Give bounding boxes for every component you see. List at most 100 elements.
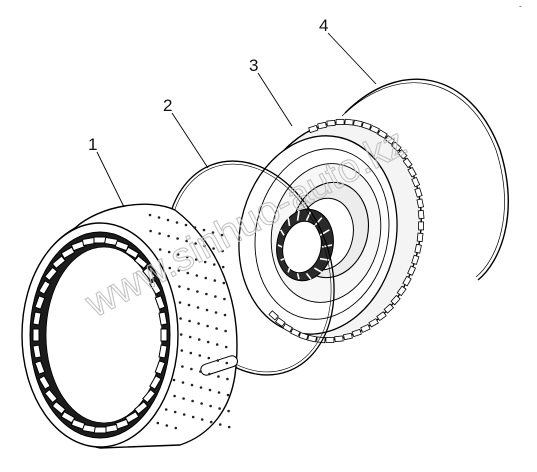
hub-spline — [280, 257, 285, 261]
gear-tooth — [396, 285, 407, 297]
drum-spline — [154, 360, 166, 375]
perforation-hole — [207, 356, 211, 360]
drum-spline — [154, 295, 166, 310]
perforation-hole — [199, 370, 202, 373]
perforation-hole — [214, 295, 217, 298]
gear-tooth — [268, 310, 279, 321]
perforation-hole — [185, 255, 189, 259]
perforation-hole — [227, 409, 230, 413]
perforation-hole — [156, 421, 160, 425]
gear-tooth — [411, 254, 420, 265]
perforation-hole — [198, 354, 202, 357]
gear-tooth — [416, 232, 424, 243]
perforation-hole — [204, 276, 208, 280]
perforation-hole — [215, 327, 218, 330]
callout-4: 4 — [319, 16, 328, 35]
perforation-hole — [216, 359, 220, 362]
perforation-hole — [181, 365, 184, 368]
drum-spline — [32, 311, 42, 326]
gear-tooth — [325, 337, 335, 343]
hub-spline — [305, 272, 312, 280]
perforation-hole — [218, 423, 222, 426]
drum-spline — [51, 400, 67, 415]
perforation-hole — [223, 297, 226, 301]
perforation-hole — [212, 263, 216, 266]
gear-tooth — [307, 334, 318, 343]
drum-spline — [38, 375, 51, 390]
perforation-hole — [187, 303, 191, 307]
perforation-hole — [179, 317, 182, 320]
perforation-hole — [224, 345, 228, 349]
perforation-hole — [177, 269, 181, 272]
perforation-hole — [197, 322, 200, 325]
gear-tooth — [308, 124, 319, 134]
perforation-hole — [217, 391, 221, 394]
perforation-hole — [149, 229, 152, 233]
perforation-hole — [214, 311, 218, 314]
perforation-hole — [188, 335, 192, 339]
gear-tooth — [298, 332, 309, 341]
drum-spline — [142, 388, 156, 404]
part-3-gear-hub — [238, 118, 425, 344]
perforation-hole — [164, 408, 168, 411]
perforation-hole — [203, 244, 206, 248]
part-4-snap-ring — [341, 78, 509, 281]
perforation-hole — [206, 340, 210, 344]
gear-tooth — [411, 176, 421, 188]
hub-spline — [279, 229, 285, 236]
drum-spline — [149, 280, 162, 295]
gear-tooth — [397, 149, 408, 160]
perforation-hole — [187, 287, 190, 291]
gear-tooth — [360, 323, 371, 333]
perforation-hole — [221, 265, 225, 269]
drum-spline — [160, 328, 168, 342]
gear-tooth — [368, 318, 379, 328]
drum-spline — [124, 246, 140, 260]
perforation-hole — [173, 410, 177, 414]
callout-1: 1 — [88, 135, 97, 154]
drum-spline — [158, 344, 168, 359]
perforation-hole — [202, 228, 206, 232]
gear-tooth — [317, 121, 327, 130]
hub-spline — [296, 210, 300, 221]
perforation-hole — [186, 271, 190, 275]
perforation-hole — [188, 319, 191, 323]
gear-tooth — [416, 198, 425, 209]
perforation-hole — [178, 285, 181, 288]
perforation-hole — [181, 381, 185, 384]
gear-tooth — [407, 166, 417, 178]
drum-spline — [149, 375, 162, 390]
perforation-hole — [172, 378, 176, 382]
perforation-hole — [195, 274, 199, 277]
perforation-hole — [173, 394, 176, 398]
perforation-hole — [205, 308, 209, 312]
callout-2: 2 — [163, 96, 172, 115]
perforation-hole — [220, 233, 224, 237]
perforation-hole — [208, 388, 212, 392]
perforation-hole — [227, 425, 231, 429]
gear-tooth — [390, 294, 401, 306]
perforation-hole — [165, 424, 169, 427]
perforation-hole — [193, 226, 197, 229]
perforation-hole — [211, 231, 215, 234]
perforation-hole — [226, 393, 230, 397]
perforation-hole — [203, 260, 207, 264]
hub-spline — [314, 267, 323, 274]
perforation-hole — [196, 306, 200, 309]
corner-mark: - — [519, 1, 522, 11]
drum-spline — [44, 388, 58, 404]
perforation-hole — [212, 247, 215, 250]
gear-tooth — [414, 187, 423, 198]
drum-spline — [93, 236, 107, 244]
perforation-hole — [217, 375, 220, 378]
perforation-hole — [189, 351, 193, 355]
perforation-hole — [178, 301, 182, 304]
perforation-hole — [190, 383, 194, 387]
part-1-perforated-drum — [21, 203, 238, 449]
gear-tooth — [326, 119, 336, 127]
perforation-hole — [205, 292, 208, 296]
drum-spline — [38, 280, 51, 295]
perforation-hole — [168, 266, 172, 270]
hub-spline — [319, 229, 330, 236]
gear-tooth — [369, 124, 380, 134]
